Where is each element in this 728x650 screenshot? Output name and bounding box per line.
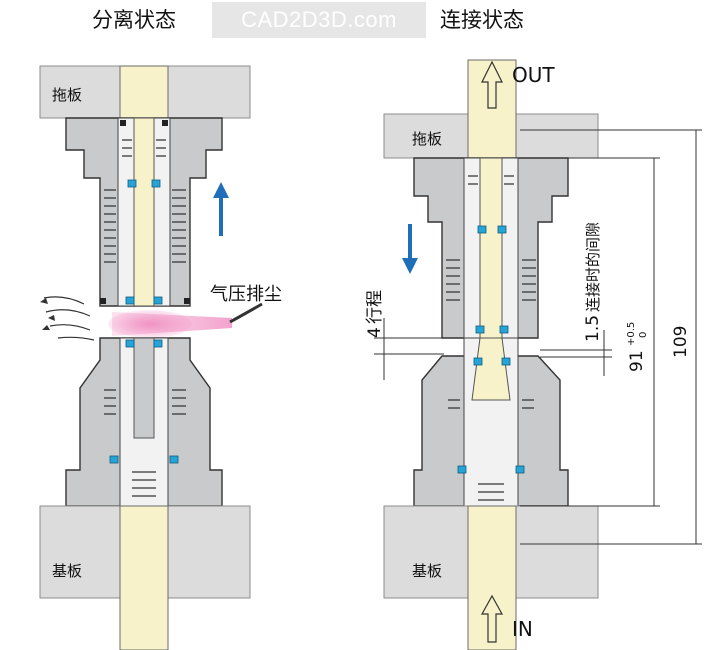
dim-91-label-group: 91 +0.5 0 — [626, 322, 649, 372]
right-assembly — [374, 59, 702, 650]
base-plate-right-label: 基板 — [412, 562, 442, 580]
right-title: 连接状态 — [440, 8, 524, 32]
out-arrow-icon — [481, 60, 503, 109]
stroke-value: 4 — [365, 327, 385, 338]
lower-springs-left — [104, 389, 186, 497]
watermark: CAD2D3D.com — [212, 2, 426, 38]
gap-value: 1.5 — [583, 315, 603, 342]
lower-seals-left — [109, 339, 179, 464]
in-arrow-icon — [480, 594, 504, 643]
up-arrow-icon — [213, 182, 229, 236]
upper-seals-left — [125, 179, 163, 305]
stroke-text: 行程 — [365, 290, 385, 324]
air-blow-cloud — [108, 310, 192, 338]
in-label: IN — [512, 617, 533, 641]
dim-109-value: 109 — [671, 326, 691, 358]
down-arrow-icon — [402, 224, 418, 274]
lower-plug-left — [133, 337, 155, 439]
dim-109-label-group: 109 — [671, 326, 691, 358]
upper-poppet-right — [479, 157, 503, 339]
upper-springs-left — [104, 139, 186, 263]
dim-91-tol-lower: 0 — [638, 332, 649, 338]
gap-text: 连接时的间隙 — [584, 222, 602, 312]
air-nozzle — [229, 302, 263, 324]
seals-right — [457, 225, 525, 474]
channel-bottom-left — [119, 505, 169, 650]
dim-91-lines — [520, 157, 660, 507]
springs-right — [446, 175, 536, 501]
flow-path-right — [471, 337, 511, 401]
dim-91-tol-upper: +0.5 — [626, 322, 637, 346]
drag-plate-right-label: 拖板 — [412, 130, 442, 148]
debris-lines — [43, 296, 95, 341]
dim-91-value: 91 — [627, 350, 647, 372]
gap-label-group: 1.5 连接时的间隙 — [583, 222, 603, 342]
stroke-label-group: 4 行程 — [365, 290, 385, 338]
out-label: OUT — [512, 63, 555, 87]
base-plate-left-label: 基板 — [52, 562, 82, 580]
left-title: 分离状态 — [92, 8, 176, 32]
upper-poppet-left — [133, 117, 155, 307]
air-blow-label: 气压排尘 — [210, 284, 282, 305]
stroke-dimension — [374, 318, 444, 380]
gap-dimension — [540, 330, 612, 376]
debris-particles — [40, 298, 55, 330]
channel-top-left — [119, 65, 169, 119]
drag-plate-left-label: 拖板 — [52, 86, 82, 104]
left-assembly — [39, 65, 263, 650]
upper-orings-left — [100, 120, 190, 304]
dim-109-lines — [520, 129, 702, 545]
